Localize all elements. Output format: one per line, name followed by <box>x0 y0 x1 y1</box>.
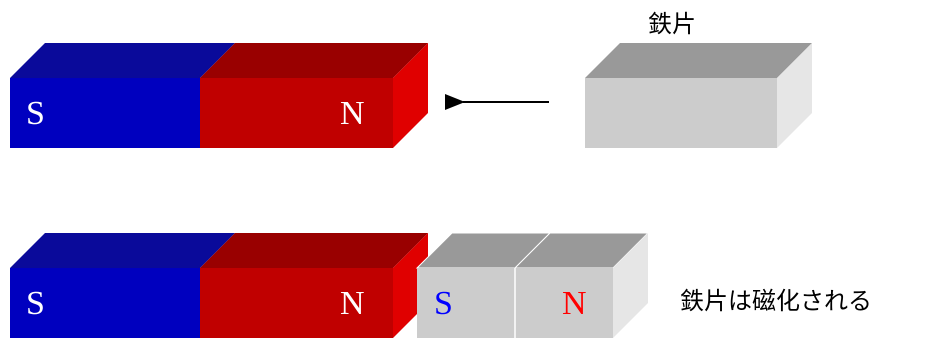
top-magnet-n-top-face <box>200 43 428 78</box>
bottom-magnet-n-front-face <box>200 268 393 338</box>
induced-n-side-face <box>613 233 648 338</box>
top-iron-piece <box>585 43 812 148</box>
magnetized-caption: 鉄片は磁化される <box>680 287 872 315</box>
top-magnet-n-front-face <box>200 78 393 148</box>
top-bar-magnet: S N <box>10 43 428 148</box>
bottom-magnet-n-top-face <box>200 233 428 268</box>
induced-n-front-face <box>515 268 613 338</box>
iron-side-face <box>777 43 812 148</box>
induced-n-label: N <box>562 285 587 322</box>
bottom-magnet-n-label: N <box>340 285 365 322</box>
top-magnet-s-front-face <box>10 78 200 148</box>
top-magnet-n-label: N <box>340 95 365 132</box>
induced-s-front-face <box>417 268 515 338</box>
top-magnet-s-label: S <box>26 95 45 132</box>
bottom-bar-magnet: S N <box>10 233 428 338</box>
top-magnet-s-top-face <box>10 43 235 78</box>
iron-front-face <box>585 78 777 148</box>
bottom-magnet-s-label: S <box>26 285 45 322</box>
iron-piece-label: 鉄片 <box>648 10 696 38</box>
induced-s-label: S <box>434 285 453 322</box>
top-magnet-n-side-face <box>393 43 428 148</box>
bottom-magnet-s-front-face <box>10 268 200 338</box>
iron-top-face <box>585 43 812 78</box>
magnetized-iron-piece: S N <box>415 232 650 338</box>
bottom-magnet-s-top-face <box>10 233 235 268</box>
